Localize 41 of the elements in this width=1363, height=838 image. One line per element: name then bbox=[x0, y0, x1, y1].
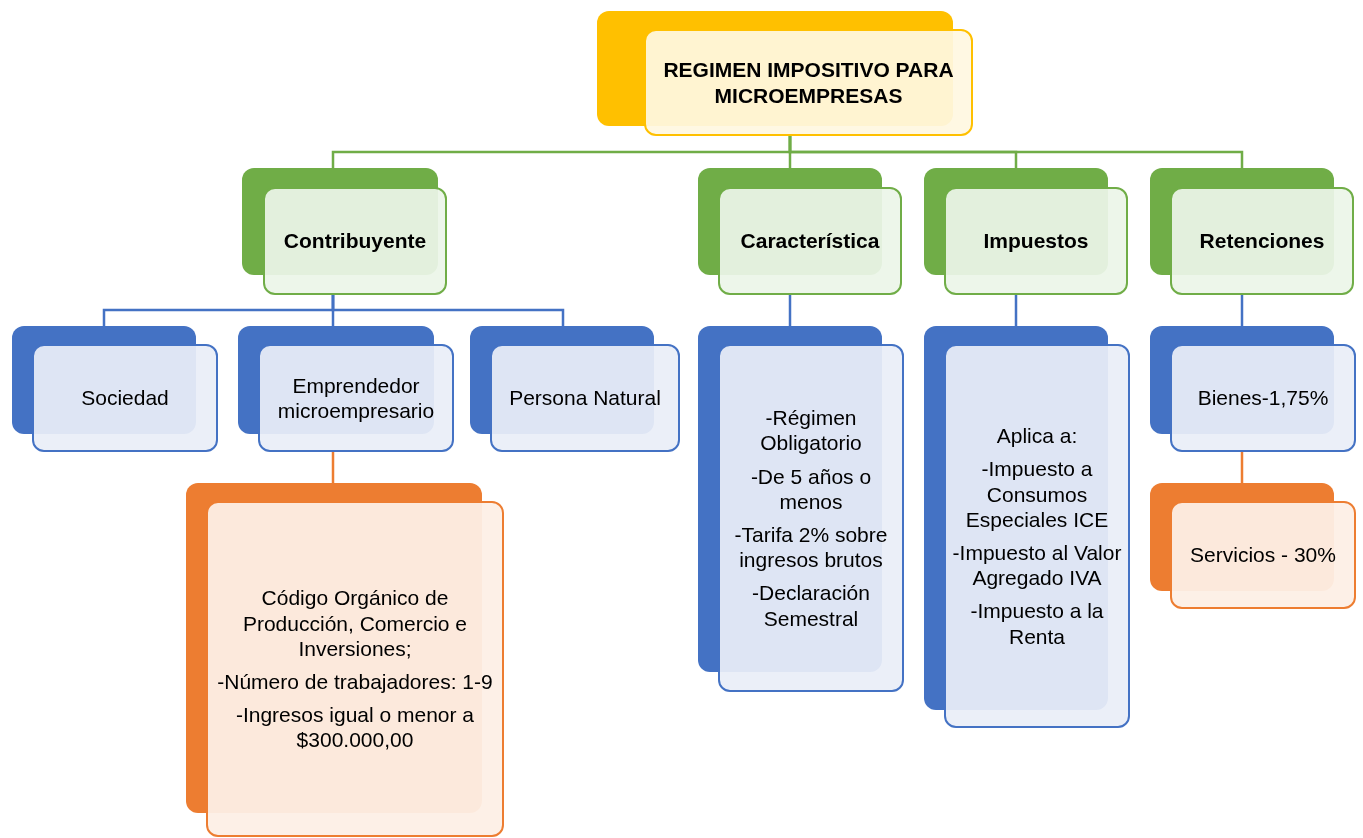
stacked-card bbox=[12, 326, 218, 452]
stacked-card bbox=[242, 168, 447, 295]
connector-line bbox=[1240, 295, 1244, 326]
connector-line bbox=[331, 295, 565, 326]
node-text: -Declaración Semestral bbox=[751, 580, 871, 631]
connector-line bbox=[1014, 295, 1018, 326]
node-text: -De 5 años o menos bbox=[749, 463, 873, 514]
node-text: Sociedad bbox=[81, 385, 169, 411]
stacked-card bbox=[1150, 483, 1356, 609]
stacked-card bbox=[698, 326, 904, 692]
stacked-card bbox=[1150, 168, 1354, 295]
heading-text: Impuestos bbox=[983, 228, 1089, 254]
node-text: -Número de trabajadores: 1-9 bbox=[217, 669, 493, 695]
connector-line bbox=[1240, 452, 1244, 483]
heading-text: Característica bbox=[740, 228, 880, 254]
stacked-card bbox=[698, 168, 902, 295]
node-text: Aplica a: bbox=[996, 423, 1078, 449]
stacked-card bbox=[238, 326, 454, 452]
stacked-card bbox=[924, 168, 1128, 295]
node-text: -Impuesto a Consumos Especiales ICE bbox=[964, 456, 1110, 532]
heading-text: Contribuyente bbox=[283, 228, 427, 254]
connector-line bbox=[788, 295, 792, 326]
node-text: Emprendedor microempresario bbox=[276, 372, 436, 424]
connector-line bbox=[331, 452, 335, 483]
heading-text: REGIMEN IMPOSITIVO PARA MICROEMPRESAS bbox=[662, 57, 955, 108]
node-text: -Régimen Obligatorio bbox=[759, 405, 863, 456]
stacked-card bbox=[186, 483, 504, 837]
stacked-card bbox=[597, 11, 973, 136]
stacked-card bbox=[1150, 326, 1356, 452]
stacked-card bbox=[924, 326, 1130, 728]
node-text: Código Orgánico de Producción, Comercio e Inversiones; bbox=[241, 585, 469, 661]
node-text: Servicios - 30% bbox=[1190, 542, 1336, 568]
node-text: -Impuesto al Valor Agregado IVA bbox=[952, 540, 1122, 591]
stacked-card bbox=[470, 326, 680, 452]
node-text: -Impuesto a la Renta bbox=[969, 598, 1105, 649]
connector-line bbox=[788, 136, 1244, 168]
node-text: -Ingresos igual o menor a $300.000,00 bbox=[234, 702, 476, 753]
heading-text: Retenciones bbox=[1199, 228, 1325, 254]
node-text: Persona Natural bbox=[509, 385, 661, 411]
node-text: Bienes-1,75% bbox=[1197, 385, 1329, 411]
node-text: -Tarifa 2% sobre ingresos brutos bbox=[733, 522, 889, 573]
